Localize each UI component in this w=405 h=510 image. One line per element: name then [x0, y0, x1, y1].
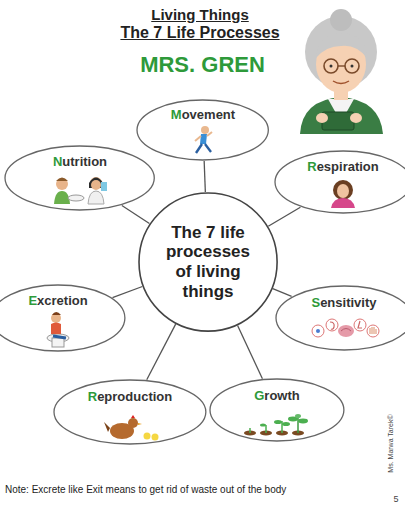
connector-line — [112, 286, 142, 297]
process-ellipse: Growth — [209, 378, 345, 442]
ellipse-shape — [210, 379, 344, 441]
page-number: 5 — [391, 494, 401, 504]
process-ellipse: Sensitivity — [275, 285, 405, 351]
ellipse-shape — [276, 286, 405, 350]
mnemonic-heading: MRS. GREN — [115, 52, 290, 78]
connector — [273, 289, 292, 297]
ellipse-outline — [53, 379, 207, 445]
connector — [204, 161, 205, 192]
center-circle: The 7 life processes of living things — [138, 192, 278, 332]
runner-icon — [195, 126, 212, 153]
ellipse-shape — [275, 151, 405, 213]
connector-line — [273, 289, 292, 297]
connector-line — [147, 324, 176, 380]
hen-chicks-icon — [104, 415, 159, 441]
ellipse-shape — [0, 285, 125, 351]
connector — [238, 325, 263, 378]
seedlings-icon — [244, 414, 308, 436]
process-ellipse: Respiration — [274, 150, 405, 214]
breathing-woman-icon — [331, 180, 355, 208]
process-name: Growth — [209, 388, 345, 403]
connector-line — [204, 161, 205, 192]
process-ellipse: Reproduction — [53, 379, 207, 445]
process-name: Movement — [136, 107, 269, 122]
credit-text: Ms. Marwa Tarek© — [387, 394, 394, 494]
ellipse-shape — [137, 100, 268, 160]
connector — [122, 205, 150, 223]
connector — [112, 286, 142, 297]
ellipse-shape — [139, 193, 277, 331]
senses-icon — [312, 319, 379, 337]
connector-line — [238, 325, 263, 378]
process-ellipse: Movement — [136, 99, 269, 161]
process-name: Reproduction — [53, 389, 207, 404]
teacher-illustration — [300, 9, 383, 134]
subtitle: The 7 Life Processes — [95, 24, 305, 42]
process-ellipse: Excretion — [0, 284, 126, 352]
connector-line — [268, 207, 300, 226]
note-text: Note: Excrete like Exit means to get rid… — [5, 484, 375, 495]
ellipse-outline — [209, 378, 345, 442]
process-name: Respiration — [274, 159, 405, 174]
toilet-boy-icon — [47, 312, 69, 347]
ellipse-shape — [5, 146, 154, 210]
title: Living Things — [105, 6, 295, 23]
process-name: Excretion — [0, 293, 126, 308]
process-ellipse: Nutrition — [4, 145, 155, 211]
process-name: Sensitivity — [275, 295, 405, 310]
ellipse-outline — [275, 285, 405, 351]
connector-line — [122, 205, 150, 223]
center-text: The 7 life processes of living things — [156, 223, 260, 301]
connector — [268, 207, 300, 226]
connector — [147, 324, 176, 380]
process-name: Nutrition — [4, 154, 155, 169]
ellipse-shape — [54, 380, 206, 444]
eating-children-icon — [54, 177, 107, 204]
